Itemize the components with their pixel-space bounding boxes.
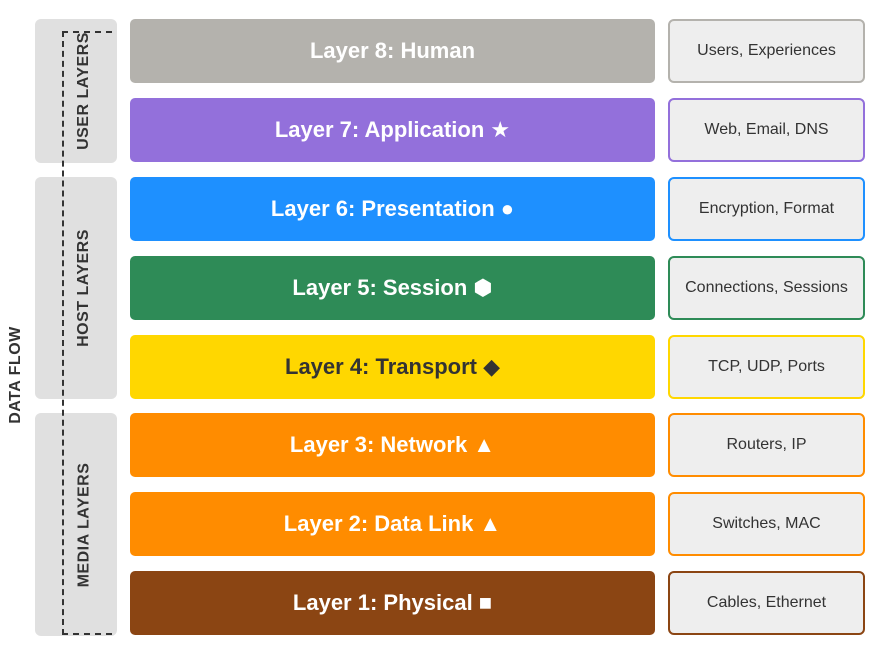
layer-desc: Connections, Sessions xyxy=(685,279,848,296)
group-box-media xyxy=(35,413,117,636)
layer-desc: Encryption, Format xyxy=(698,200,835,217)
desc-box-1: Cables, Ethernet xyxy=(668,571,865,635)
group-label-media-text: MEDIA LAYERS xyxy=(75,462,92,587)
layer-title: Layer 6: Presentation ● xyxy=(270,196,515,221)
group-box-host xyxy=(35,177,117,399)
layer-bar-5: Layer 5: Session ⬢ xyxy=(130,256,655,320)
layer-desc: Switches, MAC xyxy=(712,515,821,532)
group-label-user-text: USER LAYERS xyxy=(75,32,93,150)
layer-desc: Web, Email, DNS xyxy=(704,121,829,138)
data-flow-line xyxy=(62,31,112,635)
data-flow-label: DATA FLOW xyxy=(0,175,32,575)
layer-bar-1: Layer 1: Physical ■ xyxy=(130,571,655,635)
group-label-host: HOST LAYERS xyxy=(64,177,104,399)
layer-bar-7: Layer 7: Application ★ xyxy=(130,98,655,162)
layer-title: Layer 2: Data Link ▲ xyxy=(283,511,502,536)
layer-title: Layer 5: Session ⬢ xyxy=(292,275,493,300)
layer-desc: Users, Experiences xyxy=(697,42,836,59)
desc-box-4: TCP, UDP, Ports xyxy=(668,335,865,399)
group-label-user: USER LAYERS xyxy=(64,19,104,163)
desc-box-6: Encryption, Format xyxy=(668,177,865,241)
layer-bar-4: Layer 4: Transport ◆ xyxy=(130,335,655,399)
layer-bar-6: Layer 6: Presentation ● xyxy=(130,177,655,241)
desc-box-8: Users, Experiences xyxy=(668,19,865,83)
desc-box-3: Routers, IP xyxy=(668,413,865,477)
data-flow-label-text: DATA FLOW xyxy=(7,326,25,424)
desc-box-7: Web, Email, DNS xyxy=(668,98,865,162)
layer-desc: TCP, UDP, Ports xyxy=(708,358,825,375)
group-box-user xyxy=(35,19,117,163)
group-label-media: MEDIA LAYERS xyxy=(64,413,104,636)
desc-box-2: Switches, MAC xyxy=(668,492,865,556)
layer-bar-3: Layer 3: Network ▲ xyxy=(130,413,655,477)
layer-bar-2: Layer 2: Data Link ▲ xyxy=(130,492,655,556)
layer-title: Layer 3: Network ▲ xyxy=(289,432,496,457)
group-label-host-text: HOST LAYERS xyxy=(75,229,93,347)
layer-title: Layer 8: Human xyxy=(309,38,476,63)
layer-title: Layer 1: Physical ■ xyxy=(292,590,493,615)
layer-title: Layer 4: Transport ◆ xyxy=(285,354,500,379)
layer-desc: Routers, IP xyxy=(726,436,807,453)
desc-box-5: Connections, Sessions xyxy=(668,256,865,320)
layer-bar-8: Layer 8: Human xyxy=(130,19,655,83)
layer-title: Layer 7: Application ★ xyxy=(274,117,511,142)
layer-desc: Cables, Ethernet xyxy=(706,594,827,611)
